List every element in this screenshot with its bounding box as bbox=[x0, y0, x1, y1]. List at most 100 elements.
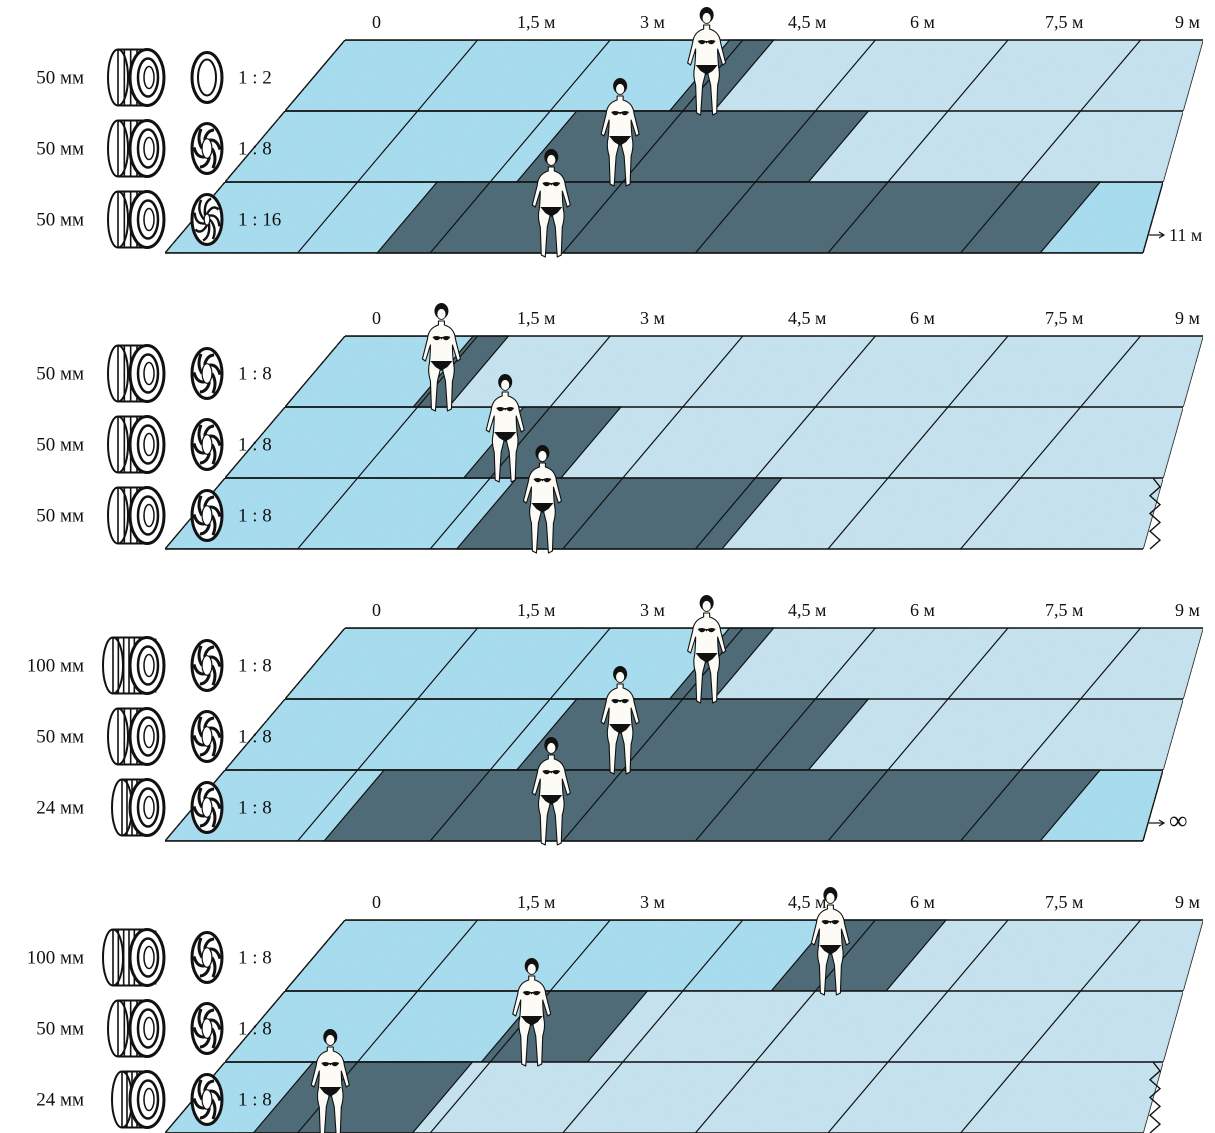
aperture-label: 1 : 8 bbox=[238, 798, 272, 819]
distance-label: 9 м bbox=[1175, 308, 1200, 328]
distance-label: 4,5 м bbox=[788, 892, 826, 912]
lens-icon bbox=[107, 48, 166, 107]
distance-label: 7,5 м bbox=[1045, 12, 1083, 32]
aperture-iris-icon bbox=[190, 418, 224, 471]
distance-label: 1,5 м bbox=[517, 12, 555, 32]
aperture-label: 1 : 8 bbox=[238, 727, 272, 748]
aperture-label: 1 : 8 bbox=[238, 364, 272, 385]
distance-label: 0 bbox=[372, 600, 381, 620]
distance-label: 6 м bbox=[910, 308, 935, 328]
aperture-iris-icon bbox=[190, 193, 224, 246]
distance-label: 3 м bbox=[640, 308, 665, 328]
focal-length-label: 50 мм bbox=[36, 68, 84, 89]
row-2 bbox=[164, 1061, 1164, 1133]
lens-icon bbox=[107, 999, 166, 1058]
row-1 bbox=[223, 990, 1184, 1063]
aperture-iris-icon bbox=[190, 710, 224, 763]
model-figure bbox=[522, 445, 562, 554]
model-figure bbox=[421, 303, 461, 412]
distance-label: 9 м bbox=[1175, 600, 1200, 620]
aperture-iris-icon bbox=[190, 931, 224, 984]
blurred-zone bbox=[560, 407, 1183, 478]
lens-icon bbox=[111, 1070, 166, 1129]
distance-label: 3 м bbox=[640, 600, 665, 620]
blurred-zone bbox=[713, 40, 1203, 111]
distance-label: 4,5 м bbox=[788, 12, 826, 32]
model-figure bbox=[600, 78, 640, 187]
focal-length-label: 100 мм bbox=[27, 948, 84, 969]
aperture-iris-icon bbox=[190, 122, 224, 175]
focal-length-label: 50 мм bbox=[36, 364, 84, 385]
distance-label: 3 м bbox=[640, 12, 665, 32]
focal-length-label: 50 мм bbox=[36, 727, 84, 748]
model-figure bbox=[531, 737, 571, 846]
distance-label: 9 м bbox=[1175, 892, 1200, 912]
distance-label: 4,5 м bbox=[788, 308, 826, 328]
aperture-label: 1 : 16 bbox=[238, 210, 281, 231]
distance-label: 9 м bbox=[1175, 12, 1200, 32]
distance-label: 7,5 м bbox=[1045, 600, 1083, 620]
distance-label: 0 bbox=[372, 12, 381, 32]
lens-icon bbox=[107, 486, 166, 545]
row-1 bbox=[223, 698, 1184, 771]
focal-length-label: 50 мм bbox=[36, 139, 84, 160]
lens-icon bbox=[107, 190, 166, 249]
aperture-iris-icon bbox=[190, 347, 224, 400]
model-figure bbox=[810, 887, 850, 996]
distance-label: 0 bbox=[372, 308, 381, 328]
aperture-iris-icon bbox=[190, 1002, 224, 1055]
row-2 bbox=[163, 769, 1164, 842]
blurred-zone bbox=[713, 628, 1203, 699]
aperture-label: 1 : 8 bbox=[238, 506, 272, 527]
row-0 bbox=[283, 39, 1204, 112]
distance-label: 4,5 м bbox=[788, 600, 826, 620]
distance-label: 1,5 м bbox=[517, 600, 555, 620]
model-figure bbox=[512, 958, 552, 1067]
distance-label: 1,5 м bbox=[517, 308, 555, 328]
blurred-zone bbox=[808, 699, 1183, 770]
model-figure bbox=[310, 1029, 350, 1133]
sharp-zone bbox=[515, 698, 870, 771]
aperture-iris-icon bbox=[190, 1073, 224, 1126]
aperture-iris-icon bbox=[190, 51, 224, 104]
distance-label: 1,5 м bbox=[517, 892, 555, 912]
focal-length-label: 24 мм bbox=[36, 798, 84, 819]
lens-icon bbox=[107, 344, 166, 403]
lens-icon bbox=[102, 928, 166, 987]
blurred-zone bbox=[721, 478, 1163, 549]
sharp-zone bbox=[322, 769, 1102, 842]
lens-icon bbox=[102, 636, 166, 695]
model-figure bbox=[485, 374, 525, 483]
lens-icon bbox=[107, 707, 166, 766]
lens-icon bbox=[111, 778, 166, 837]
far-limit-note: 11 м bbox=[1169, 225, 1202, 245]
focal-length-label: 50 мм bbox=[36, 506, 84, 527]
focal-length-label: 100 мм bbox=[27, 656, 84, 677]
row-0 bbox=[283, 335, 1204, 408]
sharp-zone bbox=[515, 110, 870, 183]
row-0 bbox=[283, 919, 1204, 992]
model-figure bbox=[600, 666, 640, 775]
row-2 bbox=[163, 181, 1164, 254]
blurred-zone bbox=[808, 111, 1183, 182]
distance-label: 7,5 м bbox=[1045, 892, 1083, 912]
distance-label: 0 bbox=[372, 892, 381, 912]
focal-length-label: 50 мм bbox=[36, 1019, 84, 1040]
focal-length-label: 24 мм bbox=[36, 1090, 84, 1111]
sharp-zone bbox=[375, 181, 1102, 254]
aperture-iris-icon bbox=[190, 639, 224, 692]
distance-label: 7,5 м bbox=[1045, 308, 1083, 328]
blurred-zone bbox=[448, 336, 1203, 407]
model-figure bbox=[687, 595, 727, 704]
distance-label: 6 м bbox=[910, 892, 935, 912]
blurred-zone bbox=[886, 920, 1203, 991]
focal-length-label: 50 мм bbox=[36, 210, 84, 231]
row-1 bbox=[223, 110, 1184, 183]
distance-label: 3 м bbox=[640, 892, 665, 912]
aperture-iris-icon bbox=[190, 489, 224, 542]
focal-length-label: 50 мм bbox=[36, 435, 84, 456]
distance-label: 6 м bbox=[910, 600, 935, 620]
aperture-label: 1 : 8 bbox=[238, 656, 272, 677]
